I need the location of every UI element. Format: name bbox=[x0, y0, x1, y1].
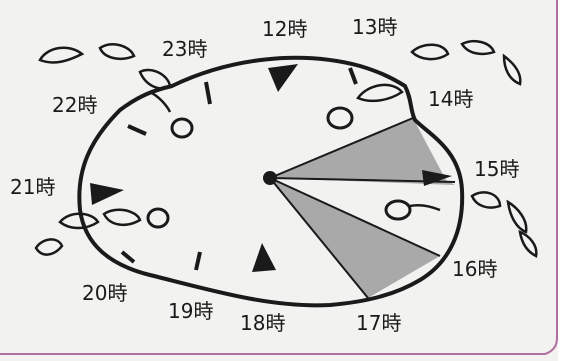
tick-13 bbox=[350, 68, 356, 84]
hour-label-20: 20時 bbox=[82, 281, 127, 305]
drip-drop-inner-left bbox=[148, 209, 168, 227]
hour-label-15: 15時 bbox=[474, 157, 519, 181]
hour-label-14: 14時 bbox=[428, 87, 473, 111]
drips-right bbox=[472, 192, 536, 256]
tick-19 bbox=[196, 252, 200, 270]
hour-label-12: 12時 bbox=[262, 17, 307, 41]
shaded-sector-16-17 bbox=[270, 178, 440, 298]
hour-label-21: 21時 bbox=[10, 175, 55, 199]
drip-drop-inner-right bbox=[386, 201, 410, 219]
hour-label-23: 23時 bbox=[162, 37, 207, 61]
drip-drop-right bbox=[328, 108, 352, 128]
hour-label-18: 18時 bbox=[240, 311, 285, 335]
marker-12-triangle bbox=[268, 64, 298, 92]
tick-22 bbox=[128, 126, 146, 134]
marker-18-triangle bbox=[252, 243, 276, 272]
tick-23 bbox=[206, 82, 210, 104]
hour-label-19: 19時 bbox=[168, 299, 213, 323]
tick-20 bbox=[122, 252, 134, 262]
right-margin bbox=[558, 0, 573, 361]
hour-label-13: 13時 bbox=[352, 15, 397, 39]
frame-border-bottom bbox=[0, 338, 557, 354]
drip-drop-left bbox=[172, 119, 192, 137]
hour-label-16: 16時 bbox=[452, 257, 497, 281]
clock-center bbox=[263, 171, 277, 185]
drip-stream-right bbox=[410, 205, 440, 210]
hour-label-22: 22時 bbox=[52, 93, 97, 117]
marker-21-triangle bbox=[90, 183, 124, 205]
hour-label-17: 17時 bbox=[356, 311, 401, 335]
